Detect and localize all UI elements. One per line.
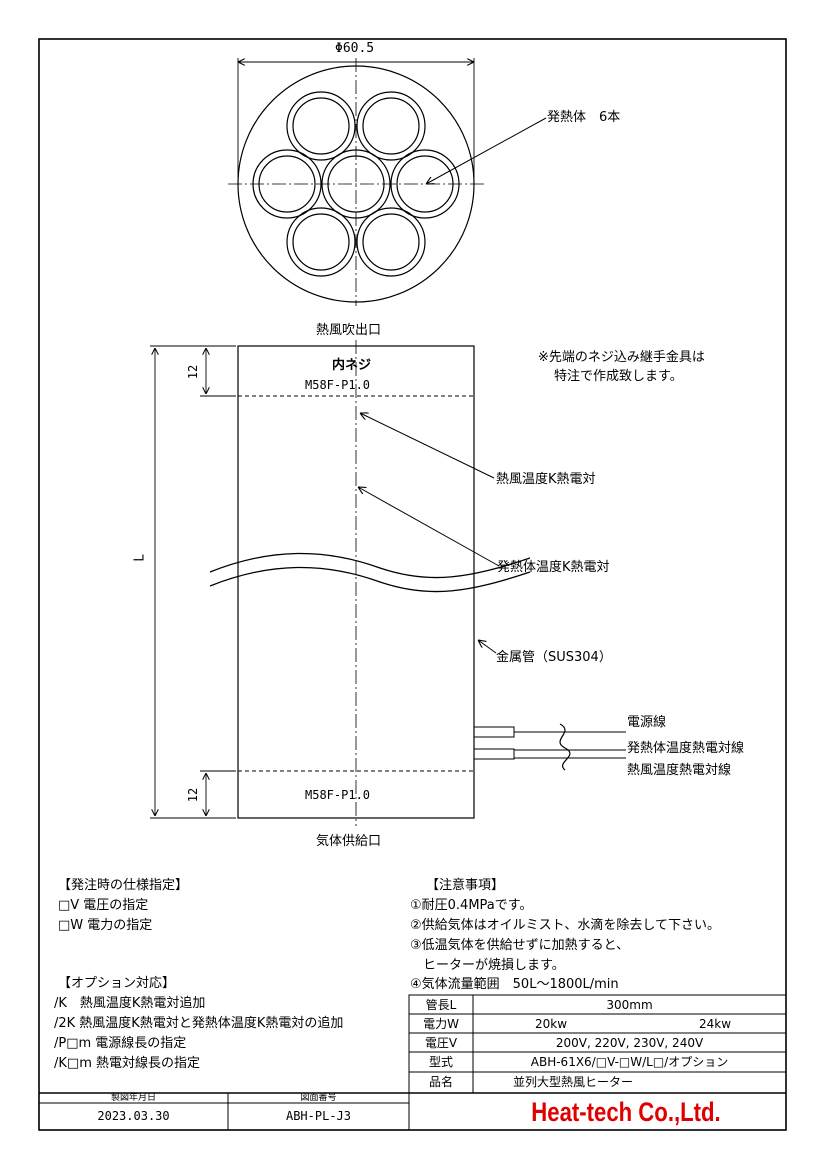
- option-item: /P□m 電源線長の指定: [54, 1036, 187, 1051]
- option-item: /K 熱風温度K熱電対追加: [54, 996, 206, 1011]
- cable-break-mark: [559, 723, 571, 771]
- length-dimension: L: [132, 554, 148, 562]
- order-spec-title: 【発注時の仕様指定】: [58, 878, 189, 893]
- tube-label: 金属管（SUS304）: [496, 650, 612, 665]
- order-spec-item: □W 電力の指定: [58, 918, 153, 933]
- drawing-frame: [38, 38, 787, 1131]
- diameter-label: Φ60.5: [335, 41, 375, 56]
- spec-value-product-name: 並列大型熱風ヒーター: [512, 1075, 633, 1089]
- cross-section-view: [228, 58, 547, 306]
- tip-fitting-note-line1: ※先端のネジ込み継手金具は: [538, 350, 705, 365]
- bottom-thread-dimension: 12: [186, 787, 201, 803]
- hot-air-tc-leader: [360, 413, 495, 479]
- spec-value-voltage: 200V, 220V, 230V, 240V: [555, 1036, 704, 1050]
- thread-top-label: M58F-P1.0: [305, 378, 371, 392]
- outlet-label: 熱風吹出口: [316, 323, 382, 338]
- power-cable-label: 電源線: [627, 715, 667, 730]
- spec-label-model: 型式: [428, 1055, 453, 1069]
- date-header: 製図年月日: [110, 1093, 156, 1103]
- break-line-upper: [209, 552, 531, 579]
- side-view: [150, 340, 626, 826]
- caution-item: ③低温気体を供給せずに加熱すると、: [410, 938, 630, 953]
- tc-cable-sleeve: [473, 748, 515, 760]
- caution-item: ②供給気体はオイルミスト、水滴を除去して下さい。: [410, 918, 721, 933]
- hot-air-tc-label: 熱風温度K熱電対: [496, 472, 596, 487]
- option-item: /2K 熱風温度K熱電対と発熱体温度K熱電対の追加: [54, 1016, 344, 1031]
- top-thread-dimension: 12: [186, 364, 201, 380]
- caution-item: ヒーターが焼損します。: [410, 958, 565, 973]
- power-cable-sleeve: [473, 726, 515, 738]
- spec-label-power: 電力W: [423, 1017, 459, 1031]
- cautions-title: 【注意事項】: [426, 878, 505, 893]
- title-block-grid: [39, 1092, 786, 1130]
- element-tc-label: 発熱体温度K熱電対: [497, 560, 610, 575]
- inner-thread-label: 内ネジ: [332, 358, 372, 373]
- drawing-number-value: ABH-PL-J3: [285, 1109, 352, 1123]
- spec-value-model: ABH-61X6/□V-□W/L□/オプション: [530, 1055, 729, 1069]
- caution-item: ①耐圧0.4MPaです。: [410, 898, 533, 913]
- hot-air-tc-cable-label: 熱風温度熱電対線: [627, 763, 732, 778]
- spec-label-voltage: 電圧V: [424, 1036, 458, 1050]
- options-title: 【オプション対応】: [58, 976, 176, 991]
- heating-elements-label: 発熱体 6本: [547, 110, 621, 125]
- date-value: 2023.03.30: [97, 1109, 170, 1123]
- inlet-thread-region: [237, 770, 475, 819]
- spec-label-length: 管長L: [425, 998, 457, 1012]
- spec-value-power: 20kw: [534, 1017, 568, 1031]
- element-tc-cable-label: 発熱体温度熱電対線: [627, 741, 745, 756]
- thread-bottom-label: M58F-P1.0: [305, 788, 371, 802]
- tube-leader: [478, 640, 497, 654]
- caution-item: ④気体流量範囲 50L～1800L/min: [410, 977, 619, 992]
- outlet-thread-region: [237, 345, 475, 397]
- element-tc-leader: [358, 487, 500, 567]
- spec-value-power: 24kw: [698, 1017, 732, 1031]
- inlet-label: 気体供給口: [316, 834, 382, 849]
- company-logo: Heat-tech Co.,Ltd.: [531, 1097, 721, 1127]
- spec-label-product-name: 品名: [428, 1075, 453, 1089]
- tip-fitting-note-line2: 特注で作成致します。: [554, 369, 683, 384]
- option-item: /K□m 熱電対線長の指定: [54, 1056, 200, 1071]
- heating-element-leader: [426, 117, 547, 184]
- spec-value-length: 300mm: [606, 998, 653, 1012]
- break-line-lower: [209, 566, 531, 593]
- drawing-number-header: 図面番号: [300, 1093, 337, 1103]
- order-spec-item: □V 電圧の指定: [58, 898, 149, 913]
